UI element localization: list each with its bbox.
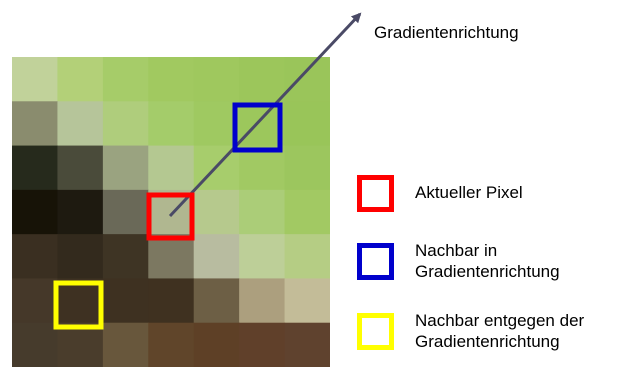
pixel-cell (284, 189, 330, 235)
pixel-cell (57, 101, 104, 147)
pixel-grid (12, 57, 330, 367)
pixel-cell (57, 145, 104, 191)
arrow-label: Gradientenrichtung (374, 23, 519, 42)
pixel-cell (239, 189, 286, 235)
pixel-cell (239, 278, 286, 324)
pixel-cell (239, 322, 286, 367)
pixel-cell (102, 189, 149, 235)
pixel-cell (57, 57, 104, 102)
pixel-cell (102, 101, 149, 147)
pixel-cell (193, 189, 240, 235)
pixel-cell (239, 101, 286, 147)
pixel-cell (102, 234, 149, 280)
pixel-cell (193, 234, 240, 280)
pixel-cell (239, 145, 286, 191)
pixel-cell (12, 234, 59, 280)
pixel-cell (193, 57, 240, 102)
pixel-cell (102, 278, 149, 324)
pixel-cell (148, 101, 195, 147)
pixel-cell (193, 322, 240, 367)
pixel-cell (12, 57, 59, 102)
pixel-cell (12, 189, 59, 235)
pixel-cell (148, 145, 195, 191)
pixel-cell (284, 234, 330, 280)
legend-swatch-along (357, 243, 394, 280)
pixel-cell (57, 278, 104, 324)
pixel-cell (57, 234, 104, 280)
pixel-cell (239, 57, 286, 102)
pixel-cell (148, 189, 195, 235)
pixel-cell (148, 322, 195, 367)
pixel-cell (284, 322, 330, 367)
pixel-cell (284, 278, 330, 324)
pixel-cell (102, 322, 149, 367)
pixel-cell (12, 322, 59, 367)
legend-label-current: Aktueller Pixel (415, 183, 523, 202)
pixel-cell (102, 57, 149, 102)
legend-label-against: Nachbar entgegen der Gradientenrichtung (415, 311, 585, 351)
pixel-cell (12, 145, 59, 191)
pixel-cell (57, 322, 104, 367)
pixel-cell (284, 145, 330, 191)
pixel-cell (102, 145, 149, 191)
legend-label-along: Nachbar in Gradientenrichtung (415, 241, 560, 281)
pixel-cell (148, 57, 195, 102)
pixel-cell (193, 145, 240, 191)
pixel-cell (12, 101, 59, 147)
pixel-cell (12, 278, 59, 324)
pixel-cell (148, 278, 195, 324)
legend-swatch-current (357, 175, 394, 212)
pixel-cell (284, 101, 330, 147)
pixel-cell (239, 234, 286, 280)
pixel-cell (148, 234, 195, 280)
pixel-cell (193, 101, 240, 147)
pixel-cell (57, 189, 104, 235)
pixel-cell (193, 278, 240, 324)
pixel-cell (284, 57, 330, 102)
legend-swatch-against (357, 313, 394, 350)
